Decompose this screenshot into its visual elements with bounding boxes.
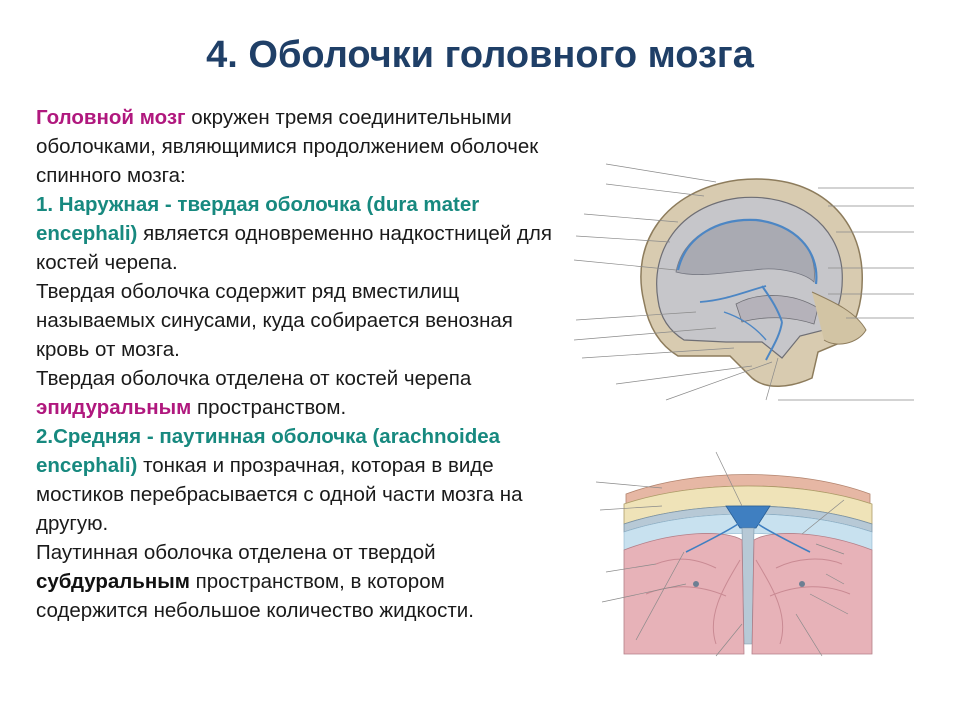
subdural-text-start: Паутинная оболочка отделена от твердой bbox=[36, 541, 436, 564]
subdural-term: субдуральным bbox=[36, 570, 190, 593]
intro-text: окружен тремя соединительными оболочками… bbox=[36, 106, 539, 187]
paragraph-epidural: Твердая оболочка отделена от костей чере… bbox=[36, 364, 556, 422]
meninges-section-illustration bbox=[595, 451, 873, 657]
subdural-text-end: пространством, в котором содержится небо… bbox=[36, 570, 474, 622]
slide-title: 4. Оболочки головного мозга bbox=[206, 34, 754, 76]
dura-text: является одновременно надкостницей для к… bbox=[36, 222, 552, 274]
epidural-term: эпидуральным bbox=[36, 396, 192, 419]
skull-sinuses-illustration bbox=[573, 163, 914, 401]
epidural-text-start: Твердая оболочка отделена от костей чере… bbox=[36, 367, 472, 390]
arachnoid-text: тонкая и прозрачная, которая в виде мост… bbox=[36, 454, 523, 535]
epidural-text-end: пространством. bbox=[191, 396, 347, 419]
paragraph-dura: 1. Наружная - твердая оболочка (dura mat… bbox=[36, 190, 556, 277]
paragraph-subdural: Паутинная оболочка отделена от твердой с… bbox=[36, 538, 556, 625]
brain-term: Головной мозг bbox=[36, 106, 186, 129]
paragraph-sinuses: Твердая оболочка содержит ряд вместилищ … bbox=[36, 280, 513, 361]
paragraph-arachnoid: 2.Средняя - паутинная оболочка (arachnoi… bbox=[36, 422, 556, 538]
body-text: Головной мозг окружен тремя соединительн… bbox=[36, 103, 556, 625]
paragraph-intro: Головной мозг окружен тремя соединительн… bbox=[36, 103, 556, 190]
arachnoid-heading: 2.Средняя - паутинная оболочка (arachnoi… bbox=[36, 425, 501, 477]
dura-heading: 1. Наружная - твердая оболочка (dura mat… bbox=[36, 193, 480, 245]
